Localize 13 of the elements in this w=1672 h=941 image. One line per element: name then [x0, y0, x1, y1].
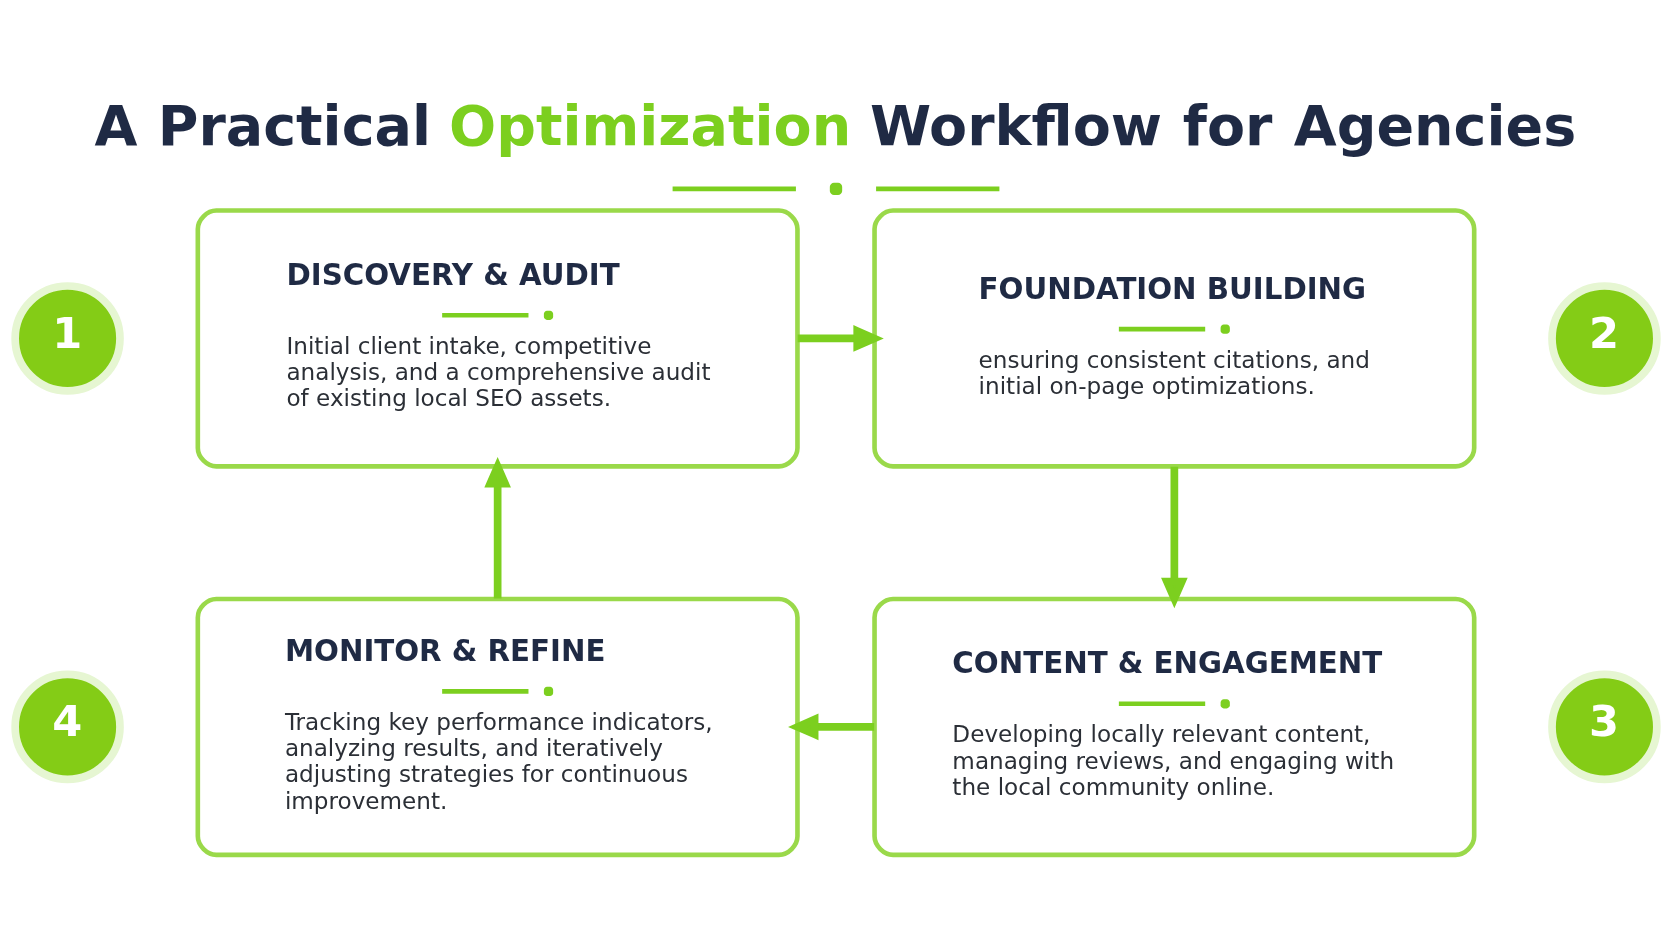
node-box: MONITOR & REFINE Tracking key performance indicators, analyzing results, and iteratively adjusting strategies for continuous improvement. [195, 596, 800, 857]
node-circle: 1 [11, 281, 124, 395]
node-circle: 3 [1548, 670, 1661, 783]
arrow [797, 324, 884, 352]
arrow [788, 713, 875, 740]
node-circle: 4 [11, 670, 124, 783]
arrow [484, 456, 511, 599]
node-box: FOUNDATION BUILDING ensuring consistent citations, and initial on-page optimizations. [872, 207, 1477, 469]
node-box: DISCOVERY & AUDIT Initial client intake, competitive analysis, and a comprehensive audit of existing local SEO assets. [195, 207, 800, 469]
node-circle: 2 [1548, 281, 1661, 395]
node-box: CONTENT & ENGAGEMENT Developing locally relevant content, managing reviews, and engaging with the local community online. [872, 596, 1477, 857]
diagram-title: A Practical Optimization Workflow for Agencies [94, 92, 1577, 158]
arrow [1161, 466, 1188, 608]
